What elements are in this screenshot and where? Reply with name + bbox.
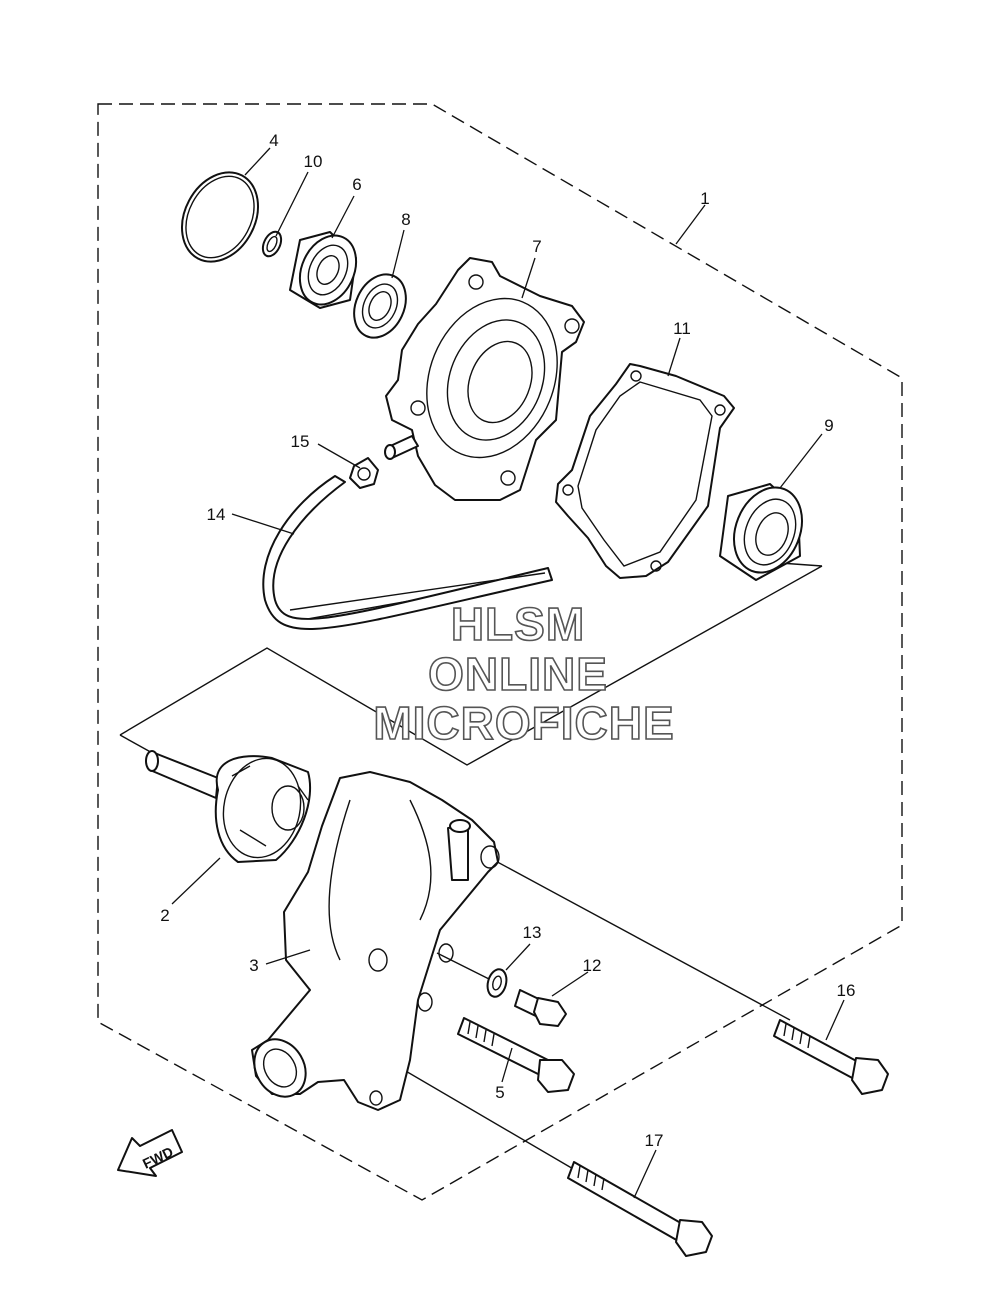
mechanical-seal xyxy=(719,483,803,581)
bolt-long-lower xyxy=(567,1161,713,1257)
bolt-short xyxy=(514,989,567,1027)
washer xyxy=(486,968,508,998)
hose-clip xyxy=(349,457,379,489)
bolt-long-upper xyxy=(773,1019,889,1095)
callout-14: 14 xyxy=(207,505,226,524)
gasket xyxy=(555,363,735,579)
o-ring xyxy=(181,171,259,263)
callout-17: 17 xyxy=(645,1131,664,1150)
forward-arrow-icon: FWD xyxy=(117,1129,183,1177)
coolant-hose xyxy=(262,475,553,630)
bolt-medium xyxy=(457,1017,575,1093)
impeller-shaft xyxy=(145,750,312,863)
watermark: HLSM ONLINE MICROFICHE xyxy=(373,597,675,750)
callout-12: 12 xyxy=(583,956,602,975)
watermark-line-2: ONLINE xyxy=(428,648,608,700)
water-pump-housing xyxy=(251,771,500,1111)
pump-housing-cover xyxy=(384,257,585,501)
callout-1: 1 xyxy=(700,189,709,208)
callout-11: 11 xyxy=(673,319,691,338)
circlip xyxy=(261,230,283,258)
callout-8: 8 xyxy=(401,210,410,229)
callout-16: 16 xyxy=(837,981,856,1000)
callout-13: 13 xyxy=(523,923,542,942)
callout-3: 3 xyxy=(249,956,258,975)
oil-seal xyxy=(353,273,407,339)
callout-7: 7 xyxy=(532,237,541,256)
leader-lines xyxy=(171,147,845,1199)
callout-6: 6 xyxy=(352,175,361,194)
callout-5: 5 xyxy=(495,1083,504,1102)
watermark-line-1: HLSM xyxy=(451,598,585,650)
callout-4: 4 xyxy=(269,131,278,150)
callout-labels: 1 2 3 4 5 6 7 8 9 10 11 12 13 14 15 16 1… xyxy=(160,131,855,1150)
bearing xyxy=(289,231,358,309)
callout-10: 10 xyxy=(304,152,323,171)
callout-9: 9 xyxy=(824,416,833,435)
callout-2: 2 xyxy=(160,906,169,925)
watermark-line-3: MICROFICHE xyxy=(373,697,674,749)
callout-15: 15 xyxy=(291,432,310,451)
